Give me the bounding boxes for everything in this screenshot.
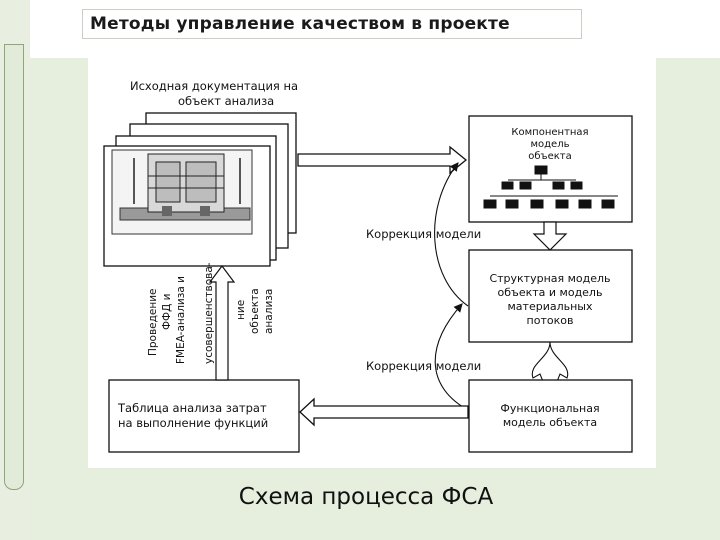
structural-model-box (468, 249, 633, 343)
vertical-left-line3: FMEA-анализа и (175, 276, 187, 364)
caption-text: Схема процесса ФСА (238, 484, 494, 510)
tree-hierarchy-icon (483, 165, 618, 209)
structural-model-line1: Структурная модель (489, 272, 610, 285)
arrow-component-to-structural (532, 221, 568, 251)
slide-title: Методы управление качеством в проекте (90, 14, 510, 34)
source-docs-label-line2: объект анализа (178, 94, 274, 108)
structural-model-line3: материальных (508, 300, 593, 313)
structural-model-line4: потоков (527, 314, 574, 327)
functional-model-box (468, 379, 633, 453)
functional-model-line1: Функциональная (500, 402, 599, 415)
structural-model-line2: объекта и модель (498, 286, 603, 299)
feedback-curve-lower (434, 303, 469, 411)
arrow-table-to-documents (208, 265, 236, 381)
technical-drawing-icon (111, 149, 253, 235)
component-model-line3: объекта (528, 151, 572, 162)
component-model-line2: модель (530, 139, 569, 150)
vertical-right-line1: усовершенствова- (203, 262, 215, 364)
vertical-label-right: усовершенствова- ние объекта анализа (203, 262, 275, 364)
cost-table-line1: Таблица анализа затрат (117, 401, 267, 415)
cost-table-line2: на выполнение функций (118, 416, 268, 430)
source-docs-label-line1: Исходная документация на (130, 79, 298, 93)
cost-table-box (108, 379, 300, 453)
correction-label-1: Коррекция модели (366, 227, 481, 241)
feedback-curve-upper (434, 162, 469, 307)
left-decor-rail (4, 44, 24, 490)
fsa-diagram-svg: Исходная документация на объект анализа … (103, 79, 633, 453)
arrow-functional-to-table (299, 397, 469, 427)
fsa-diagram: Исходная документация на объект анализа … (88, 58, 656, 468)
component-model-line1: Компонентная (511, 127, 588, 138)
arrow-to-component-model (297, 145, 468, 175)
title-bar (82, 9, 582, 39)
functional-model-line2: модель объекта (503, 416, 597, 429)
vertical-right-line4: анализа (263, 289, 275, 334)
vertical-left-line2: ФФД и (161, 294, 173, 330)
vertical-label-left: Проведение ФФД и FMEA-анализа и (147, 276, 187, 364)
vertical-left-line1: Проведение (147, 288, 159, 356)
slide-caption: Схема процесса ФСА (0, 484, 720, 510)
correction-label-2: Коррекция модели (366, 359, 481, 373)
vertical-right-line2: ние (235, 300, 247, 320)
vertical-right-line3: объекта (249, 288, 261, 334)
